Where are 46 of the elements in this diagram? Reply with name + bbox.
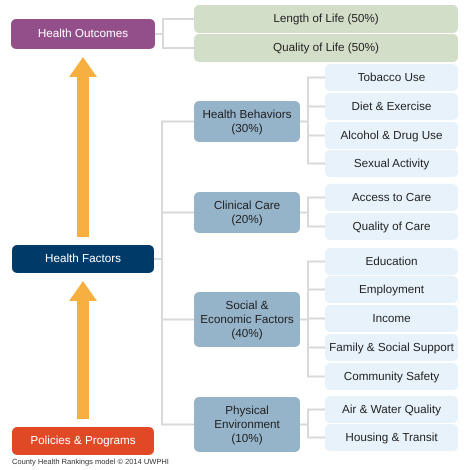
subfactor-box: [325, 150, 458, 177]
node-label: Health Behaviors (30%): [201, 108, 292, 136]
category-box: [194, 292, 300, 347]
node-label: Income: [372, 312, 411, 326]
subfactor-box: [325, 305, 458, 332]
subfactor-box: [325, 213, 458, 240]
node-label: Air & Water Quality: [342, 402, 441, 416]
subfactor-box: [325, 363, 458, 390]
policy-box: [12, 427, 154, 455]
subfactor-box: [325, 424, 458, 451]
subfactor-box: [325, 122, 458, 149]
node-label: Education: [366, 254, 418, 268]
measure-box: [194, 5, 458, 33]
node-label: Employment: [359, 282, 424, 296]
subfactor-box: [325, 276, 458, 303]
node-label: Community Safety: [344, 370, 440, 384]
node-label: Physical Environment (10%): [213, 404, 281, 446]
node-label: Access to Care: [352, 190, 432, 204]
category-box: [194, 397, 300, 452]
node-label: Quality of Care: [352, 220, 430, 234]
node-label: Housing & Transit: [345, 430, 438, 444]
measure-box: [194, 34, 458, 62]
subfactor-box: [325, 93, 458, 120]
node-label: Clinical Care (20%): [212, 198, 282, 226]
node-label: Family & Social Support: [329, 340, 454, 354]
subfactor-box: [325, 248, 458, 275]
category-box: [194, 192, 300, 233]
outcome-box: [11, 19, 155, 49]
arrow: [69, 57, 97, 237]
node-label: Sexual Activity: [354, 156, 430, 170]
node-label: Diet & Exercise: [352, 100, 432, 114]
node-label: Alcohol & Drug Use: [340, 128, 442, 142]
category-box: [194, 101, 300, 142]
subfactor-box: [325, 184, 458, 211]
node-label: Health Factors: [45, 252, 121, 266]
factor-box: [12, 245, 154, 273]
node-label: Length of Life (50%): [273, 12, 379, 26]
arrow: [69, 281, 97, 419]
subfactor-box: [325, 396, 458, 423]
node-label: Social & Economic Factors (40%): [200, 298, 294, 340]
subfactor-box: [325, 334, 458, 361]
node-label: Health Outcomes: [38, 27, 128, 41]
node-label: Policies & Programs: [30, 434, 136, 448]
node-label: Tobacco Use: [358, 70, 426, 84]
node-label: Quality of Life (50%): [273, 41, 379, 55]
subfactor-box: [325, 64, 458, 91]
